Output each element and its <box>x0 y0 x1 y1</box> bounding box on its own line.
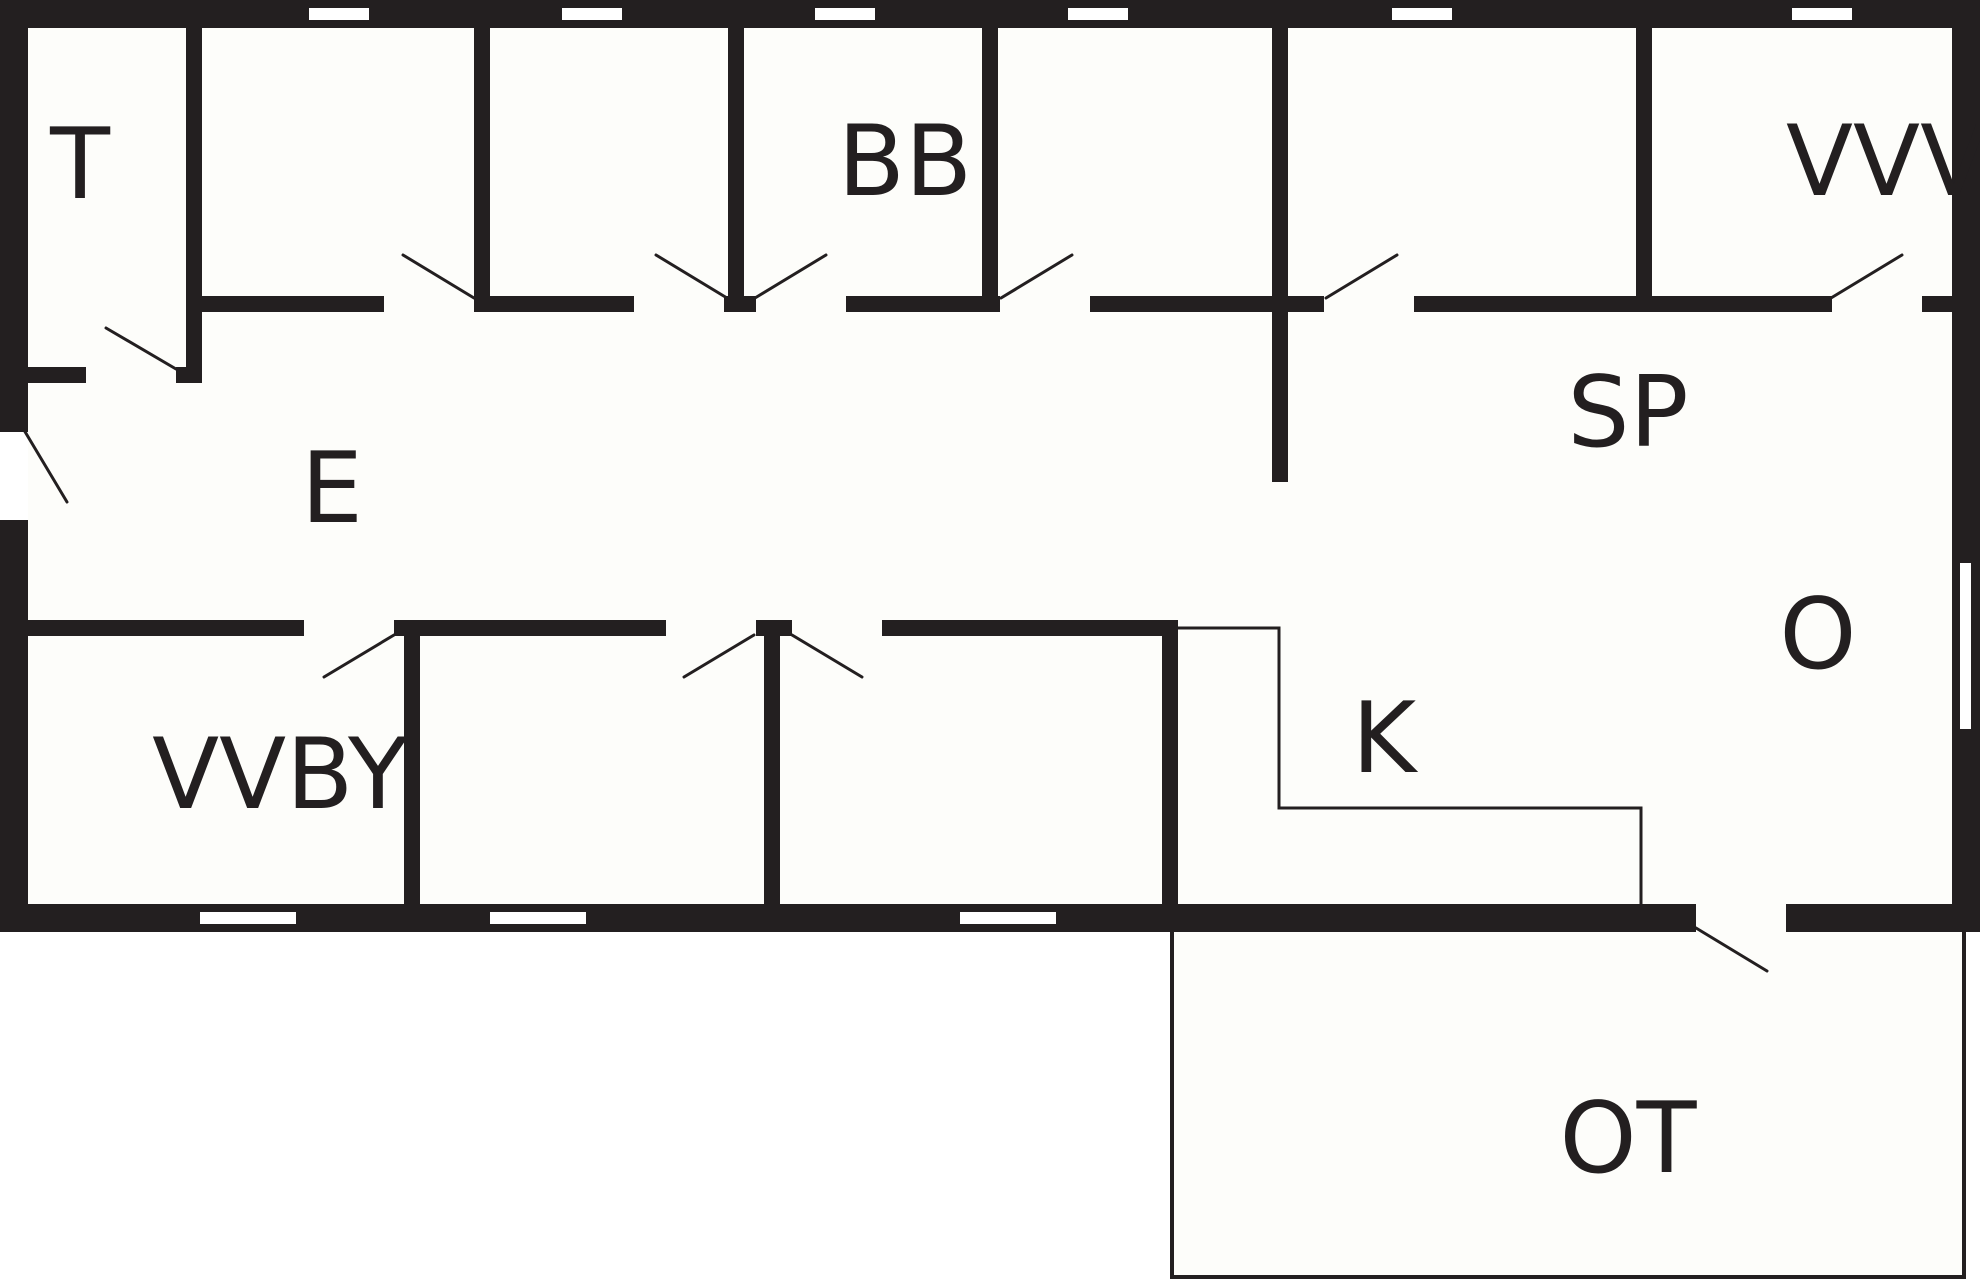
wall-bedroom-2-3 <box>728 28 744 312</box>
door-swing <box>104 326 178 371</box>
window <box>1958 561 1973 731</box>
corridor-wall-lower <box>28 620 304 636</box>
window <box>490 912 586 924</box>
door-swing <box>999 253 1074 300</box>
wall-t-right <box>186 28 202 383</box>
walls <box>0 0 1980 932</box>
terrace-outline <box>1170 932 1966 1279</box>
kitchen-counter <box>1178 626 1643 906</box>
window <box>960 912 1056 924</box>
outer-wall-top <box>0 0 1980 28</box>
door-swing <box>1324 253 1399 300</box>
room-label-bb: BB <box>838 105 972 219</box>
corridor-wall-upper <box>186 296 384 312</box>
door-swing <box>753 253 828 300</box>
wall-bedroom-1-2 <box>474 28 490 312</box>
corridor-wall-upper <box>1090 296 1324 312</box>
window <box>1392 8 1452 20</box>
window <box>1792 8 1852 20</box>
corridor-wall-upper <box>1922 296 1952 312</box>
outer-wall-right <box>1952 0 1980 932</box>
terrace-floor <box>1170 932 1964 1277</box>
door-swing <box>401 253 476 300</box>
toilet-wall-bottom <box>176 367 202 383</box>
room-label-o: O <box>1779 578 1856 692</box>
door-swing <box>654 253 729 300</box>
door-swing <box>682 633 756 679</box>
wall-bedroom-4-5 <box>1272 28 1288 482</box>
door-swing <box>22 428 69 504</box>
corridor-wall-upper <box>724 296 756 312</box>
door-swing <box>1829 253 1904 300</box>
entrance-opening <box>0 432 28 520</box>
wall-lower-rooms <box>764 620 780 908</box>
outer-wall-bottom-right <box>1786 904 1980 932</box>
corridor-wall-lower <box>882 620 1178 636</box>
outer-wall-left-upper <box>0 0 28 432</box>
room-label-e: E <box>301 432 363 546</box>
corridor-wall-lower <box>394 620 666 636</box>
door-swing <box>790 633 864 679</box>
window <box>562 8 622 20</box>
corridor-wall-upper <box>1414 296 1832 312</box>
windows <box>0 8 1973 924</box>
toilet-wall-bottom <box>28 367 86 383</box>
window <box>815 8 875 20</box>
outer-wall-left-lower <box>0 520 28 932</box>
door-swings <box>22 253 1904 973</box>
room-label-t: T <box>49 108 111 222</box>
corridor-wall-upper <box>474 296 634 312</box>
door-swing <box>1694 926 1769 973</box>
door-swing <box>322 633 396 679</box>
room-label-k: K <box>1352 682 1419 796</box>
room-label-sp: SP <box>1567 356 1688 470</box>
wall-bedroom-3-4 <box>982 28 998 312</box>
window <box>309 8 369 20</box>
room-label-vvv: VVV <box>1786 105 1980 219</box>
wall-bedroom-5-6 <box>1636 28 1652 312</box>
wall-kitchen-left <box>1162 620 1178 908</box>
window <box>200 912 296 924</box>
window <box>1068 8 1128 20</box>
room-label-ot: OT <box>1560 1082 1698 1196</box>
room-label-vvby: VVBY <box>152 718 409 832</box>
corridor-wall-upper <box>846 296 1000 312</box>
wall-vvby-right <box>404 620 420 908</box>
